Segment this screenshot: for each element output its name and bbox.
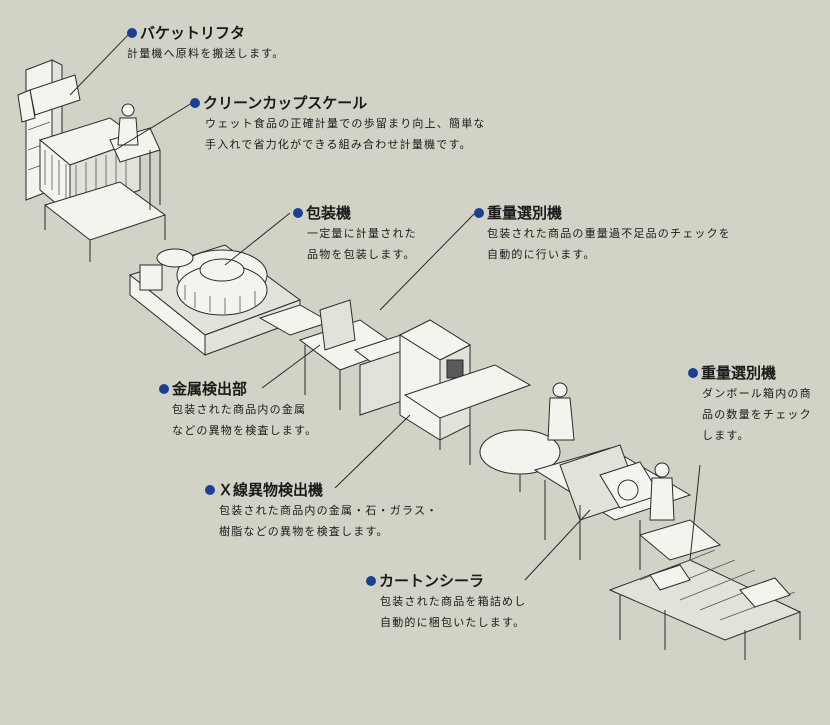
carton-sealer-machine: [533, 444, 692, 570]
callout-description: ウェット食品の正確計量での歩留まり向上、簡単な 手入れで省力化ができる組み合わせ…: [205, 117, 486, 151]
bullet-dot-icon: [159, 384, 169, 394]
callout-carton-sealer: カートンシーラ 包装された商品を箱詰めし 自動的に梱包いたします。: [366, 572, 526, 633]
callout-title: Ｘ線異物検出機: [205, 481, 438, 499]
callout-title: 包装機: [293, 204, 417, 222]
bullet-dot-icon: [205, 485, 215, 495]
callout-weight-checker-1: 重量選別機 包装された商品の重量過不足品のチェックを 自動的に行います。: [474, 204, 731, 265]
callout-title: 重量選別機: [474, 204, 731, 222]
callout-description: ダンボール箱内の商 品の数量をチェック します。: [702, 387, 812, 442]
callout-title: クリーンカップスケール: [190, 94, 486, 112]
weight-checker-2-machine: [608, 519, 802, 660]
callout-description: 包装された商品内の金属・石・ガラス・ 樹脂などの異物を検査します。: [219, 504, 439, 538]
callout-bucket-lifter: バケットリフタ 計量機へ原料を搬送します。: [127, 24, 285, 64]
callout-description: 計量機へ原料を搬送します。: [127, 47, 285, 60]
xray-inspector-machine: [398, 319, 532, 465]
callout-description: 包装された商品の重量過不足品のチェックを 自動的に行います。: [487, 227, 731, 261]
bullet-dot-icon: [474, 208, 484, 218]
callout-packaging-machine: 包装機 一定量に計量された 品物を包装します。: [293, 204, 417, 265]
callout-title: カートンシーラ: [366, 572, 526, 590]
packaging-machine: [128, 244, 302, 357]
clean-cup-scale-machine: [38, 103, 167, 262]
callout-leader-lines: [69, 32, 701, 581]
bullet-dot-icon: [127, 28, 137, 38]
bullet-dot-icon: [190, 98, 200, 108]
bullet-dot-icon: [293, 208, 303, 218]
callout-description: 一定量に計量された 品物を包装します。: [307, 227, 417, 261]
callout-description: 包装された商品内の金属 などの異物を検査します。: [172, 403, 318, 437]
bullet-dot-icon: [366, 576, 376, 586]
accumulation-table: [479, 382, 575, 492]
callout-title: 重量選別機: [688, 364, 812, 382]
callout-description: 包装された商品を箱詰めし 自動的に梱包いたします。: [380, 595, 527, 629]
callout-weight-checker-2: 重量選別機 ダンボール箱内の商 品の数量をチェック します。: [688, 364, 812, 446]
callout-xray-inspector: Ｘ線異物検出機 包装された商品内の金属・石・ガラス・ 樹脂などの異物を検査します…: [205, 481, 438, 542]
bullet-dot-icon: [688, 368, 698, 378]
callout-clean-cup-scale: クリーンカップスケール ウェット食品の正確計量での歩留まり向上、簡単な 手入れで…: [190, 94, 486, 155]
callout-metal-detector: 金属検出部 包装された商品内の金属 などの異物を検査します。: [159, 380, 317, 441]
callout-title: 金属検出部: [159, 380, 317, 398]
callout-title: バケットリフタ: [127, 24, 285, 42]
